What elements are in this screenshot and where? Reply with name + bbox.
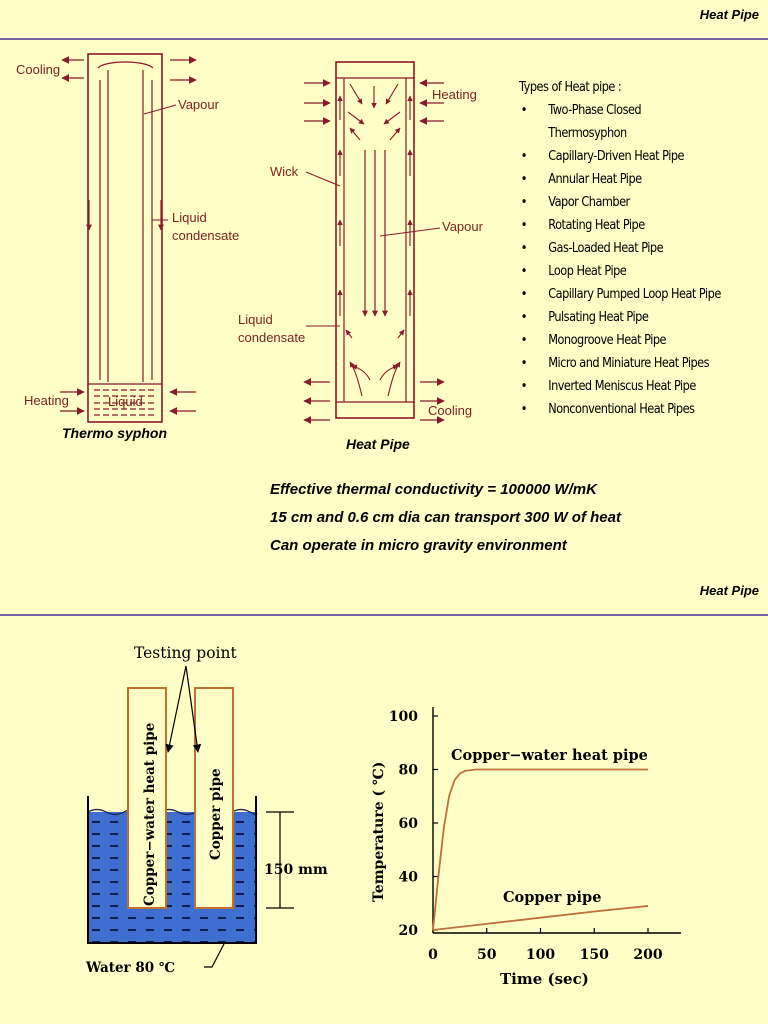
depth-label: 150 mm [264, 862, 328, 878]
type-item: Loop Heat Pipe [519, 260, 730, 283]
copper-pipe [194, 687, 234, 909]
x-tick-label: 100 [526, 947, 555, 963]
hp-heating-label: Heating [432, 87, 477, 102]
x-tick-label: 50 [477, 947, 497, 963]
ts-condensate-label: condensate [172, 228, 239, 243]
statement-microgravity: Can operate in micro gravity environment [270, 537, 567, 554]
heat-pipe-types-list: Types of Heat pipe : Two-Phase Closed Th… [519, 76, 730, 421]
header-rule [0, 38, 768, 40]
hp-vapour-label: Vapour [442, 219, 484, 234]
water-label: Water 80 ℃ [85, 960, 175, 976]
test-setup-diagram: Copper−water heat pipe Copper pipe Testi… [85, 644, 681, 988]
type-item: Rotating Heat Pipe [519, 214, 730, 237]
series-label-copper-pipe: Copper pipe [503, 889, 601, 906]
x-tick-label: 150 [580, 947, 609, 963]
copper-water-heat-pipe [127, 687, 167, 909]
type-item: Annular Heat Pipe [519, 168, 730, 191]
type-item: Capillary Pumped Loop Heat Pipe [519, 283, 730, 306]
type-item: Pulsating Heat Pipe [519, 306, 730, 329]
heat-pipe-diagram [303, 61, 445, 424]
slide-header: Heat Pipe [699, 583, 759, 598]
type-item: Vapor Chamber [519, 191, 730, 214]
y-tick-label: 80 [399, 763, 419, 779]
y-tick-label: 100 [389, 709, 418, 725]
pipe2-label: Copper pipe [208, 768, 224, 860]
type-item: Two-Phase Closed Thermosyphon [519, 99, 712, 145]
type-item: Micro and Miniature Heat Pipes [519, 352, 730, 375]
type-item: Inverted Meniscus Heat Pipe [519, 375, 730, 398]
type-item: Gas-Loaded Heat Pipe [519, 237, 730, 260]
hp-liquid-label: Liquid [238, 312, 273, 327]
temperature-chart: 0 50 100 150 200 20 40 60 80 100 Copper−water hea… [371, 707, 681, 988]
slide-gap [0, 608, 768, 612]
ts-heating-label: Heating [24, 393, 69, 408]
series-line-copper-pipe [432, 905, 649, 931]
ts-vapour-label: Vapour [178, 97, 220, 112]
series-label-heat-pipe: Copper−water heat pipe [451, 747, 648, 764]
x-tick-label: 0 [428, 947, 438, 963]
pipe1-label: Copper−water heat pipe [142, 723, 158, 906]
x-tick-label: 200 [633, 947, 662, 963]
thermosyphon-diagram [60, 53, 197, 423]
slide-header: Heat Pipe [699, 7, 759, 22]
heat-pipe-diagrams: Cooling Vapour Liquid condensate Heating… [16, 53, 484, 452]
y-tick-label: 40 [399, 870, 419, 886]
type-item: Monogroove Heat Pipe [519, 329, 730, 352]
series-line-heat-pipe [432, 768, 648, 931]
testing-point-label: Testing point [134, 644, 237, 662]
ts-liquid-label: Liquid [172, 210, 207, 225]
statement-transport: 15 cm and 0.6 cm dia can transport 300 W… [270, 509, 621, 526]
y-tick-label: 20 [399, 923, 419, 939]
header-rule [0, 614, 768, 616]
heat-pipe-caption: Heat Pipe [346, 436, 410, 452]
type-item: Capillary-Driven Heat Pipe [519, 145, 730, 168]
statement-conductivity: Effective thermal conductivity = 100000 … [270, 481, 597, 498]
hp-condensate-label: condensate [238, 330, 305, 345]
x-axis-label: Time (sec) [500, 970, 589, 988]
type-item: Nonconventional Heat Pipes [519, 398, 730, 421]
y-tick-label: 60 [399, 816, 419, 832]
hp-cooling-label: Cooling [428, 403, 472, 418]
ts-liquid-pool-label: Liquid [108, 394, 143, 409]
hp-wick-label: Wick [270, 164, 299, 179]
y-axis-label: Temperature ( ℃) [371, 762, 387, 902]
thermosyphon-caption: Thermo syphon [62, 425, 167, 441]
types-title: Types of Heat pipe : [519, 80, 622, 95]
ts-cooling-label: Cooling [16, 62, 60, 77]
slide-heat-pipe-test: Heat Pipe Copper−water heat pipe Copper … [0, 583, 768, 1024]
slide-heat-pipe-types: Heat Pipe [0, 0, 768, 608]
